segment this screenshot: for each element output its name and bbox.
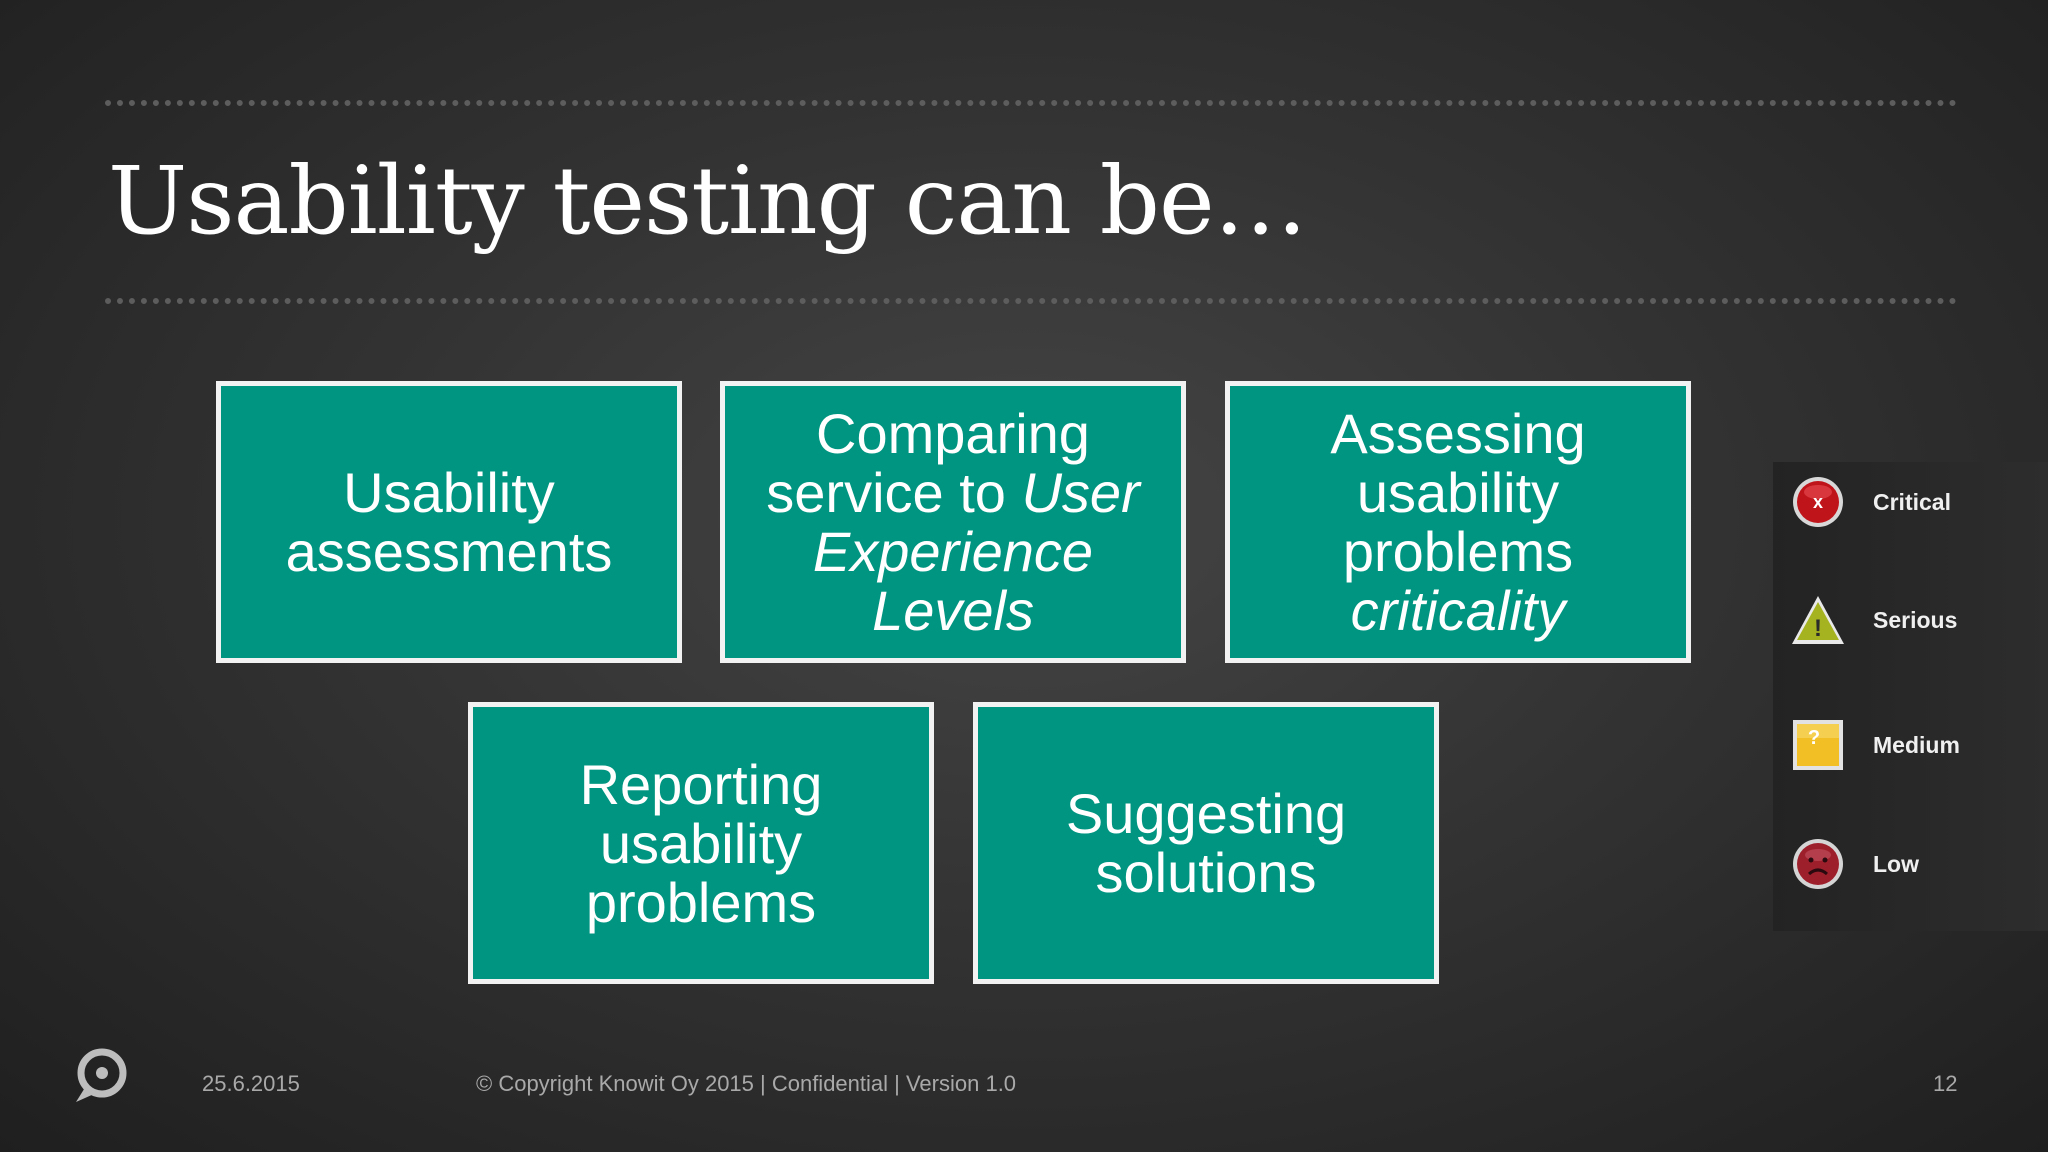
box-text-line: usability — [1356, 461, 1560, 524]
box-text-italic: User — [1021, 461, 1140, 524]
box-text-line: solutions — [1095, 841, 1317, 904]
box-comparing-service: Comparing service to User Experience Lev… — [720, 381, 1186, 663]
top-dotted-divider — [105, 100, 1957, 106]
footer-date: 25.6.2015 — [202, 1071, 300, 1096]
critical-x-icon: x — [1789, 473, 1847, 531]
legend-label: Serious — [1873, 606, 1958, 633]
box-text-line: Usability — [343, 461, 555, 524]
footer-page-number: 12 — [1933, 1071, 1958, 1096]
legend-label: Critical — [1873, 488, 1951, 515]
box-text-line: Reporting — [579, 752, 823, 816]
legend-item-medium: ? Medium — [1789, 715, 1960, 775]
box-text-line: Comparing — [816, 402, 1090, 465]
legend-item-serious: ! Serious — [1789, 590, 1957, 650]
legend-item-critical: x Critical — [1789, 472, 1951, 532]
box-text-italic: criticality — [1350, 579, 1566, 642]
box-usability-assessments: Usability assessments — [216, 381, 682, 663]
box-text-italic: Levels — [872, 579, 1034, 642]
legend-label: Medium — [1873, 731, 1960, 758]
slide-title: Usability testing can be… — [108, 147, 1308, 256]
box-text-italic: Experience — [812, 520, 1094, 583]
box-suggesting-solutions: Suggesting solutions — [973, 702, 1439, 984]
critical-glyph: x — [1813, 492, 1823, 512]
knowit-logo-icon — [76, 1048, 127, 1102]
sad-face-icon — [1789, 835, 1847, 893]
serious-glyph: ! — [1814, 615, 1822, 642]
box-assessing-criticality: Assessing usability problems criticality — [1225, 381, 1691, 663]
box-text-line: service to — [766, 461, 1022, 524]
footer-copyright: © Copyright Knowit Oy 2015 | Confidentia… — [476, 1071, 1017, 1096]
box-text-line: assessments — [285, 520, 613, 583]
warning-triangle-icon: ! — [1789, 591, 1847, 649]
box-text-line: Assessing — [1330, 402, 1586, 465]
medium-glyph: ? — [1808, 727, 1820, 749]
box-text-line: Suggesting — [1065, 782, 1347, 845]
box-text-line: problems — [585, 870, 817, 934]
legend-item-low: Low — [1789, 834, 1919, 894]
box-reporting-problems: Reporting usability problems — [468, 702, 934, 984]
box-text-line: usability — [599, 811, 803, 875]
bottom-dotted-divider — [105, 298, 1957, 304]
legend-label: Low — [1873, 850, 1919, 877]
question-square-icon: ? — [1789, 716, 1847, 774]
box-text-line: problems — [1342, 520, 1574, 583]
